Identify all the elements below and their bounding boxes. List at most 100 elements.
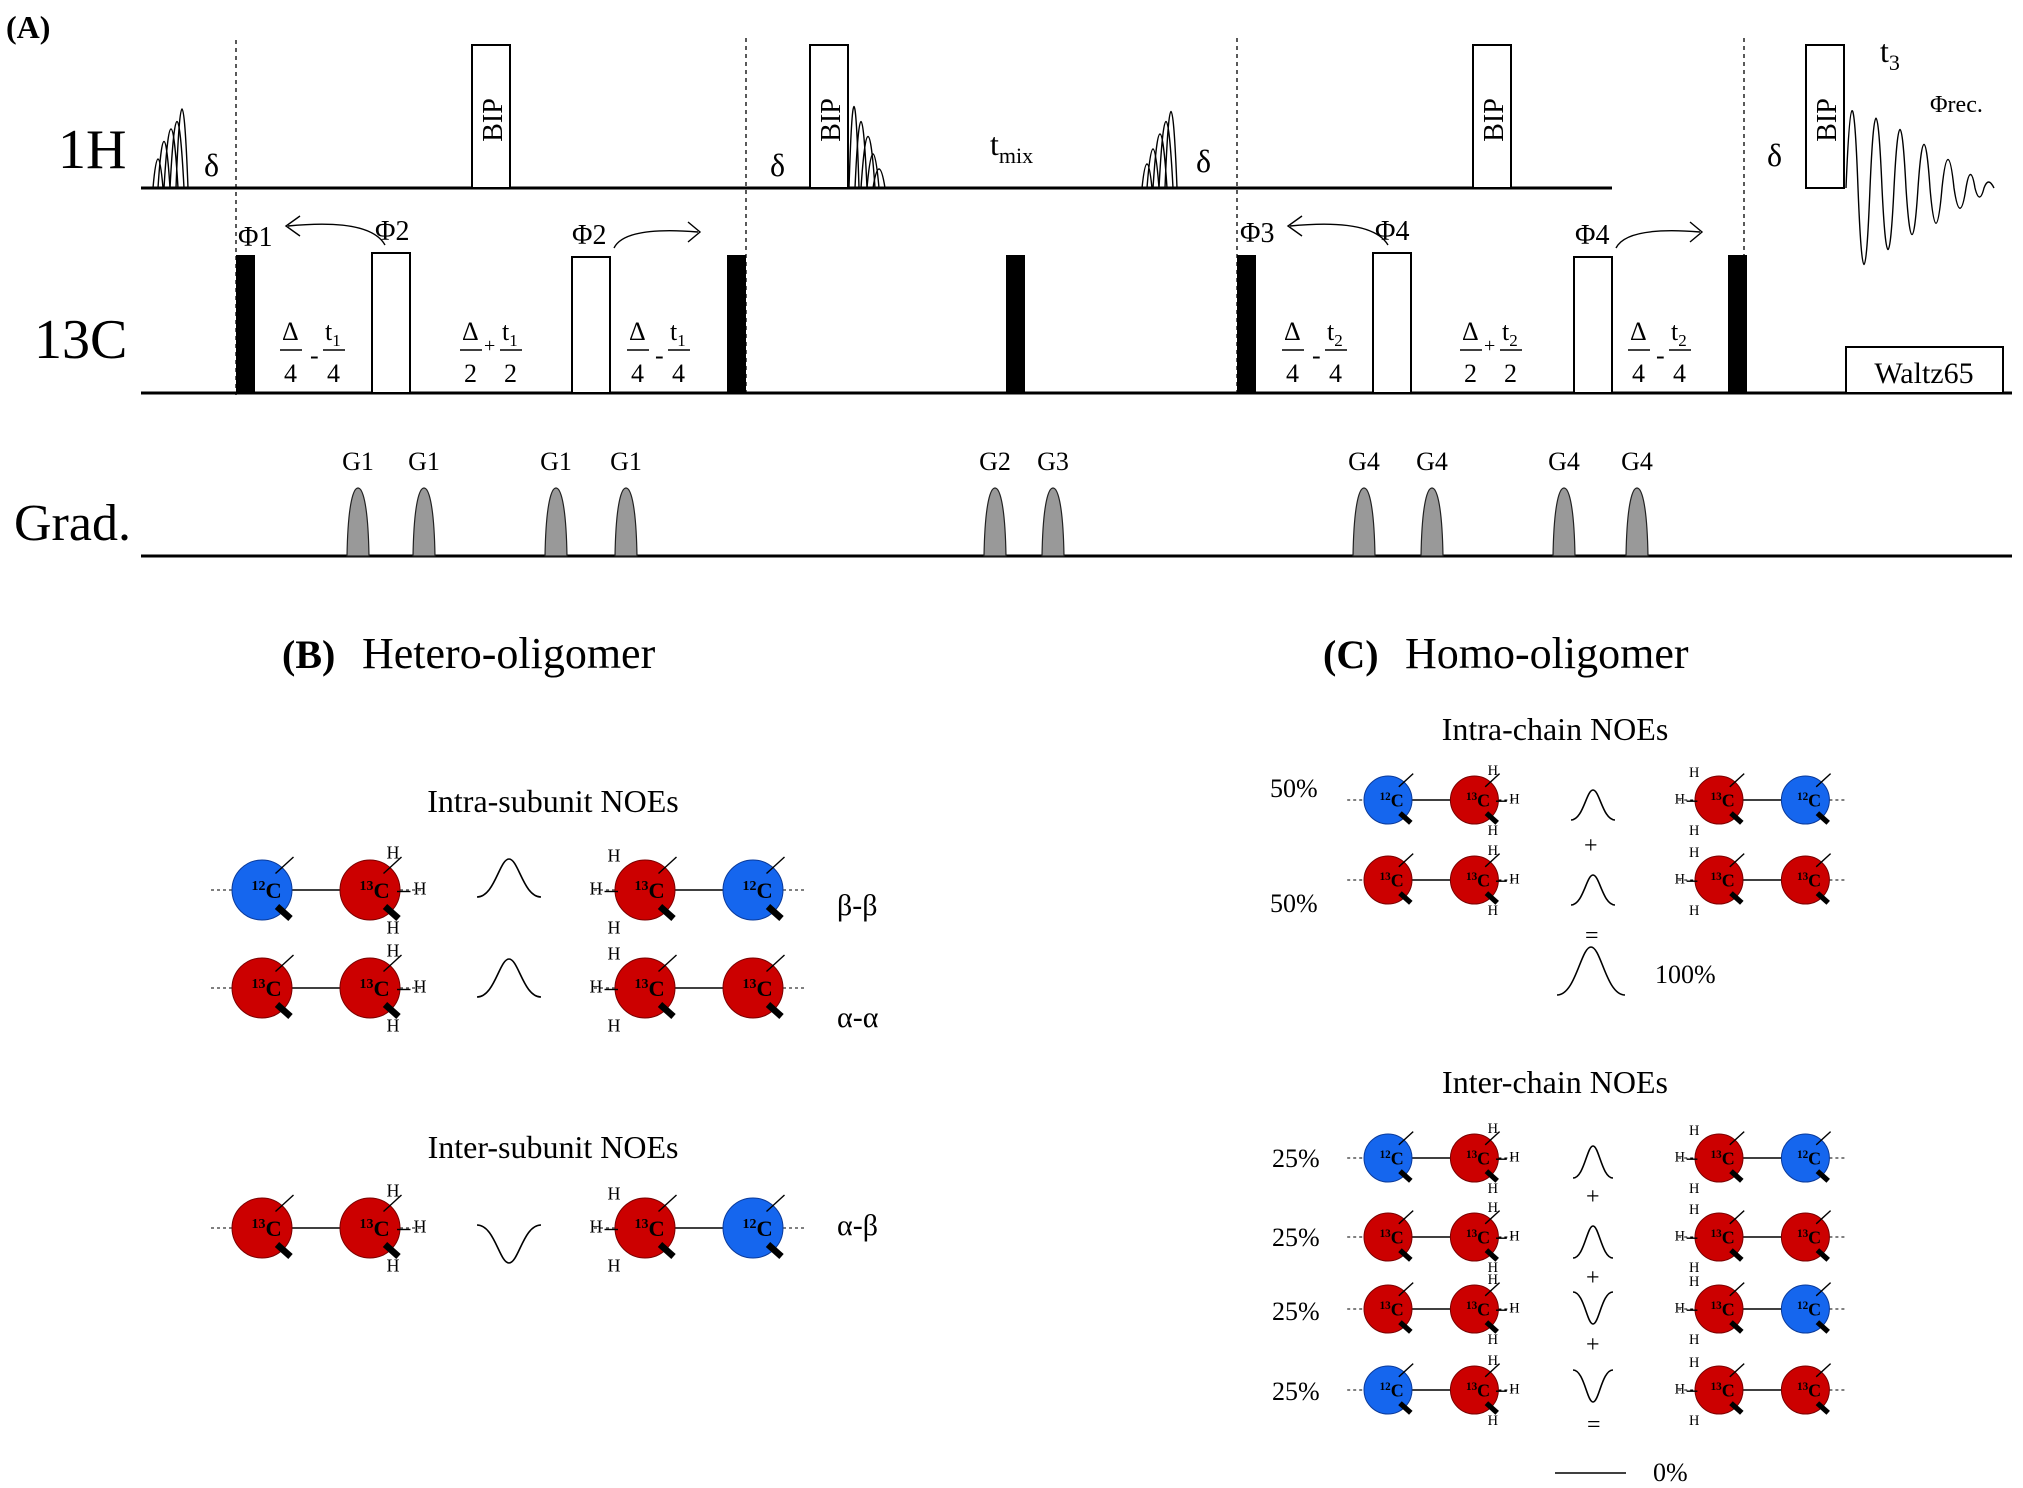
gradient-label: G3 [1037, 447, 1069, 476]
gradient-label: G1 [540, 447, 572, 476]
hydrogen-label: H [1689, 1355, 1699, 1371]
svg-text:4: 4 [327, 359, 340, 388]
svg-text:2: 2 [464, 359, 477, 388]
carbon-13-atom [231, 957, 293, 1019]
atom-label: 13C [1711, 1380, 1735, 1400]
positive-noe-peak [1570, 789, 1616, 821]
svg-text:4: 4 [1632, 359, 1645, 388]
atom-label: 13C [1797, 1227, 1821, 1247]
delta-label: δ [1196, 143, 1211, 179]
delay-fraction: Δ 4 - t2 4 [1282, 317, 1347, 388]
equals-sign: = [1587, 1412, 1601, 1438]
phase-arrow [284, 215, 1704, 249]
hydrogen-label: H [1488, 823, 1498, 839]
waltz-box [1845, 346, 2004, 394]
delay-fraction: Δ 2 + t1 2 [460, 317, 522, 388]
atom-label: 13C [1797, 1380, 1821, 1400]
phi-rec-label: Φrec. [1930, 92, 1983, 118]
bip-pulse [809, 44, 849, 189]
atom-label: 13C [1466, 790, 1490, 810]
hydrogen-label: H [387, 941, 400, 961]
c-90-pulse [1006, 255, 1025, 393]
svg-text:t1: t1 [670, 317, 686, 350]
carbon-13-atom [722, 957, 784, 1019]
atom-label: 13C [635, 1216, 665, 1241]
svg-text:t2: t2 [1327, 317, 1343, 350]
hydrogen-label: H [1675, 1150, 1685, 1166]
gradient-label: G4 [1348, 447, 1380, 476]
hydrogen-label: H [608, 1256, 621, 1276]
percent-label: 25% [1272, 1377, 1320, 1406]
gradient-label: G4 [1621, 447, 1653, 476]
hydrogen-label: H [1675, 872, 1685, 888]
bip-pulse [1472, 44, 1512, 189]
panel-a: (A) 1H 13C Grad. BIP [6, 9, 2012, 558]
hydrogen-label: H [1675, 1301, 1685, 1317]
atom-label: 13C [1466, 1227, 1490, 1247]
carbon-13-atom [1694, 1284, 1744, 1334]
c-180-pulse [571, 256, 611, 394]
carbon-13-atom [1363, 855, 1413, 905]
hydrogen-label: H [1675, 1382, 1685, 1398]
c-90-pulse [236, 255, 255, 393]
waltz-label: Waltz65 [1874, 357, 1973, 390]
t3-label: t3 [1880, 33, 1900, 75]
hydrogen-label: H [608, 846, 621, 866]
c-90-pulse [727, 255, 746, 393]
svg-text:4: 4 [1329, 359, 1342, 388]
hydrogen-label: H [608, 918, 621, 938]
c-channel-label: 13C [34, 309, 127, 371]
percent-label: 0% [1653, 1458, 1688, 1487]
hydrogen-label: H [608, 1184, 621, 1204]
atom-label: 13C [743, 976, 773, 1001]
carbon-13-atom [1449, 1212, 1499, 1262]
hydrogen-label: H [1675, 792, 1685, 808]
carbon-13-atom [1449, 855, 1499, 905]
pair-label: α-β [837, 1209, 878, 1242]
hydrogen-label: H [1488, 903, 1498, 919]
h-channel-label: 1H [58, 119, 126, 181]
negative-noe-peak [1572, 1369, 1614, 1403]
carbon-13-atom [1449, 1284, 1499, 1334]
carbon-13-atom [1449, 775, 1499, 825]
percent-label: 25% [1272, 1223, 1320, 1252]
hydrogen-label: H [1689, 1332, 1699, 1348]
phase-label: Φ4 [1375, 216, 1409, 247]
c-90-pulse [1728, 255, 1747, 393]
carbon-13-atom [614, 1197, 676, 1259]
gradient-label: G1 [342, 447, 374, 476]
svg-text:Δ: Δ [282, 317, 299, 346]
svg-text:Δ: Δ [1630, 317, 1647, 346]
atom-label: 12C [743, 1216, 773, 1241]
carbon-13-atom [339, 957, 401, 1019]
tmix-label: tmix [990, 126, 1033, 168]
hydrogen-label: H [1689, 1260, 1699, 1276]
c-180-pulse [371, 252, 411, 394]
carbon-13-atom [1780, 1212, 1830, 1262]
atom-label: 12C [1797, 790, 1821, 810]
svg-text:-: - [1312, 341, 1321, 370]
pair-label: α-α [837, 1001, 879, 1034]
gradient-pulse [983, 487, 1007, 557]
svg-text:2: 2 [504, 359, 517, 388]
hydrogen-label: H [1689, 1274, 1699, 1290]
gradient-pulse [346, 487, 370, 557]
atom-label: 13C [1380, 1227, 1404, 1247]
atom-label: 13C [1711, 790, 1735, 810]
hydrogen-label: H [1488, 1272, 1498, 1288]
atom-label: 13C [1466, 870, 1490, 890]
hydrogen-label: H [1689, 845, 1699, 861]
hydrogen-label: H [1488, 1181, 1498, 1197]
c-180-pulse [1372, 252, 1412, 394]
c-180-pulse [1573, 256, 1613, 394]
carbon-13-atom [1363, 1212, 1413, 1262]
svg-text:t2: t2 [1502, 317, 1518, 350]
svg-text:+: + [484, 335, 495, 357]
svg-text:-: - [655, 341, 664, 370]
